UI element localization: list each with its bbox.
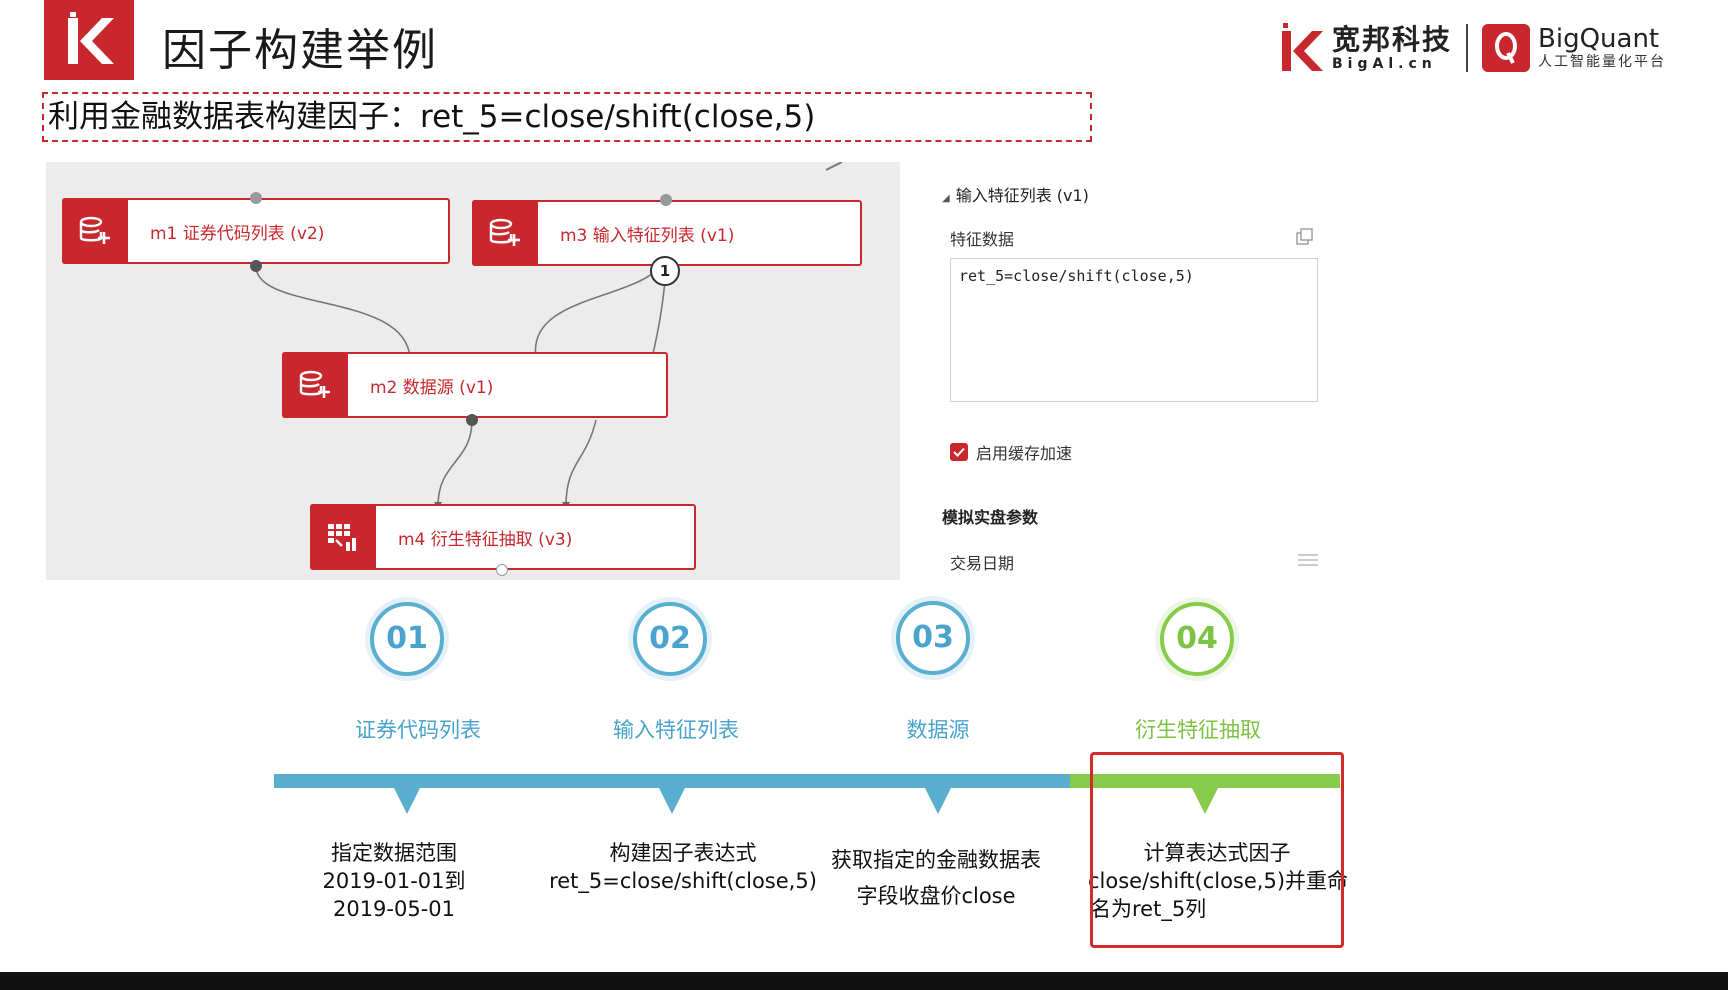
step-number: 01 <box>370 602 444 676</box>
node-label: m2 数据源 (v1) <box>370 377 494 398</box>
workflow-canvas[interactable]: m1 证券代码列表 (v2) m3 输入特征列表 (v1) 1 <box>46 162 900 580</box>
step-title: 衍生特征抽取 <box>1135 718 1261 742</box>
edit-pen-icon[interactable] <box>825 162 843 171</box>
node-m2[interactable]: m2 数据源 (v1) <box>282 352 668 418</box>
subtitle-box: 利用金融数据表构建因子：ret_5=close/shift(close,5) <box>42 92 1092 142</box>
desc-line: 构建因子表达式 <box>609 841 757 865</box>
calendar-icon[interactable] <box>1298 552 1318 568</box>
timeline-bar <box>274 774 1070 788</box>
desc-line: 获取指定的金融数据表 <box>831 848 1041 872</box>
step-description: 构建因子表达式 ret_5=close/shift(close,5) <box>540 839 826 895</box>
desc-line: ret_5=close/shift(close,5) <box>549 869 817 893</box>
trade-date-label: 交易日期 <box>950 554 1015 573</box>
brand-cn: 宽邦科技 <box>1332 23 1453 56</box>
node-label: m1 证券代码列表 (v2) <box>150 223 325 244</box>
node-m1[interactable]: m1 证券代码列表 (v2) <box>62 198 450 264</box>
bq-tagline: 人工智能量化平台 <box>1538 54 1667 70</box>
step-pointer <box>394 788 420 814</box>
output-port[interactable] <box>466 414 478 426</box>
logo-tile <box>44 0 134 80</box>
kuanbang-logo-icon <box>1282 23 1323 71</box>
desc-line: 2019-05-01 <box>332 897 456 921</box>
cache-label: 启用缓存加速 <box>976 444 1073 463</box>
brand-divider <box>1466 24 1469 72</box>
desc-line: 字段收盘价close <box>856 884 1016 908</box>
desc-line: 计算表达式因子 <box>1143 841 1291 865</box>
dataset-icon <box>472 200 538 266</box>
kuanbang-brand: 宽邦科技 BigAl.cn <box>1332 23 1453 73</box>
step-number: 02 <box>633 602 707 676</box>
panel-title-text: 输入特征列表 (v1) <box>955 186 1089 205</box>
timeline-bar-active <box>1070 774 1340 788</box>
node-label: m4 衍生特征抽取 (v3) <box>398 529 573 550</box>
dataset-icon <box>62 198 128 264</box>
step-title: 输入特征列表 <box>613 718 739 742</box>
brand-block: 宽邦科技 BigAl.cn BigQuant 人工智能量化平台 <box>1280 18 1666 78</box>
collapse-triangle-icon[interactable]: ◢ <box>942 193 950 204</box>
feature-extract-icon <box>310 504 376 570</box>
step-title: 数据源 <box>906 718 970 742</box>
bigquant-logo-icon <box>1482 24 1531 72</box>
checkbox-checked-icon[interactable] <box>950 443 968 461</box>
bq-name: BigQuant <box>1538 24 1660 54</box>
output-port-badge[interactable]: 1 <box>650 256 680 286</box>
dataset-icon <box>282 352 348 418</box>
node-m3[interactable]: m3 输入特征列表 (v1) <box>472 200 862 266</box>
step-pointer <box>1192 788 1218 814</box>
feature-field-label: 特征数据 <box>950 230 1015 249</box>
step-number: 03 <box>896 601 970 675</box>
step-title: 证券代码列表 <box>355 718 481 742</box>
bottom-bar <box>0 972 1728 990</box>
cache-toggle[interactable]: 启用缓存加速 <box>950 440 1072 464</box>
highlight-annotation <box>1090 752 1344 948</box>
output-port[interactable] <box>250 260 262 272</box>
step-description: 计算表达式因子 close/shift(close,5)并重命 名为ret_5列 <box>1088 839 1349 923</box>
page-title: 因子构建举例 <box>162 25 438 76</box>
bigquant-brand: BigQuant 人工智能量化平台 <box>1538 25 1666 71</box>
brand-en: BigAl.cn <box>1332 56 1437 72</box>
step-pointer <box>925 788 951 814</box>
input-port[interactable] <box>250 192 262 204</box>
desc-line: 名为ret_5列 <box>1090 897 1207 921</box>
desc-line: 指定数据范围 <box>331 841 457 865</box>
feature-expression-input[interactable] <box>950 258 1318 402</box>
step-description: 获取指定的金融数据表 字段收盘价close <box>816 842 1056 914</box>
copy-icon[interactable] <box>1296 228 1314 246</box>
k-logo-icon <box>68 12 114 64</box>
desc-line: close/shift(close,5)并重命 <box>1088 869 1349 893</box>
desc-line: 2019-01-01到 <box>322 869 466 893</box>
node-label: m3 输入特征列表 (v1) <box>560 225 735 246</box>
step-description: 指定数据范围 2019-01-01到 2019-05-01 <box>284 839 504 923</box>
panel-title[interactable]: ◢ 输入特征列表 (v1) <box>942 182 1089 206</box>
section-label: 模拟实盘参数 <box>942 508 1039 527</box>
node-m4[interactable]: m4 衍生特征抽取 (v3) <box>310 504 696 570</box>
step-number: 04 <box>1160 602 1234 676</box>
step-pointer <box>659 788 685 814</box>
input-port[interactable] <box>660 194 672 206</box>
output-port[interactable] <box>496 564 508 576</box>
